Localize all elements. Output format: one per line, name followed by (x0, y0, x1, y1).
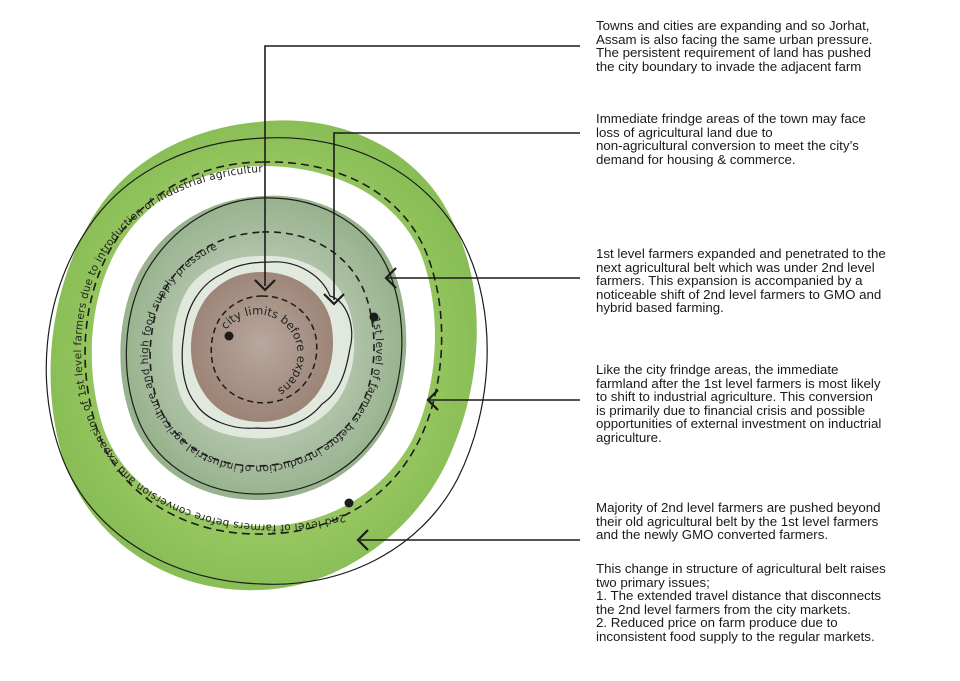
note-second-level-pushed: Majority of 2nd level farmers are pushed… (596, 500, 881, 543)
note-fringe-loss: Immediate frindge areas of the town may … (596, 111, 866, 167)
first-level-dot (369, 312, 379, 322)
note-industrial-shift: Like the city frindge areas, the immedia… (596, 362, 882, 445)
arrow-head-3 (384, 267, 397, 289)
arrow-head-4 (426, 389, 439, 411)
second-level-dashed-ring (84, 161, 443, 535)
leader-line-2 (333, 132, 580, 300)
city-fringe-line (181, 261, 353, 429)
city-dot (224, 331, 234, 341)
second-level-dot (344, 498, 354, 508)
city-core (191, 272, 334, 422)
arrow-head-1 (254, 279, 276, 292)
arrow-head-5 (356, 529, 369, 551)
note-first-level-expansion: 1st level farmers expanded and penetrate… (596, 246, 886, 316)
leader-line-1 (264, 45, 580, 286)
first-level-dashed-ring (149, 231, 375, 467)
arrow-head-2 (323, 293, 345, 306)
note-urban-pressure: Towns and cities are expanding and so Jo… (596, 18, 873, 74)
note-primary-issues: This change in structure of agricultural… (596, 561, 886, 644)
outer-boundary-line (45, 137, 488, 585)
